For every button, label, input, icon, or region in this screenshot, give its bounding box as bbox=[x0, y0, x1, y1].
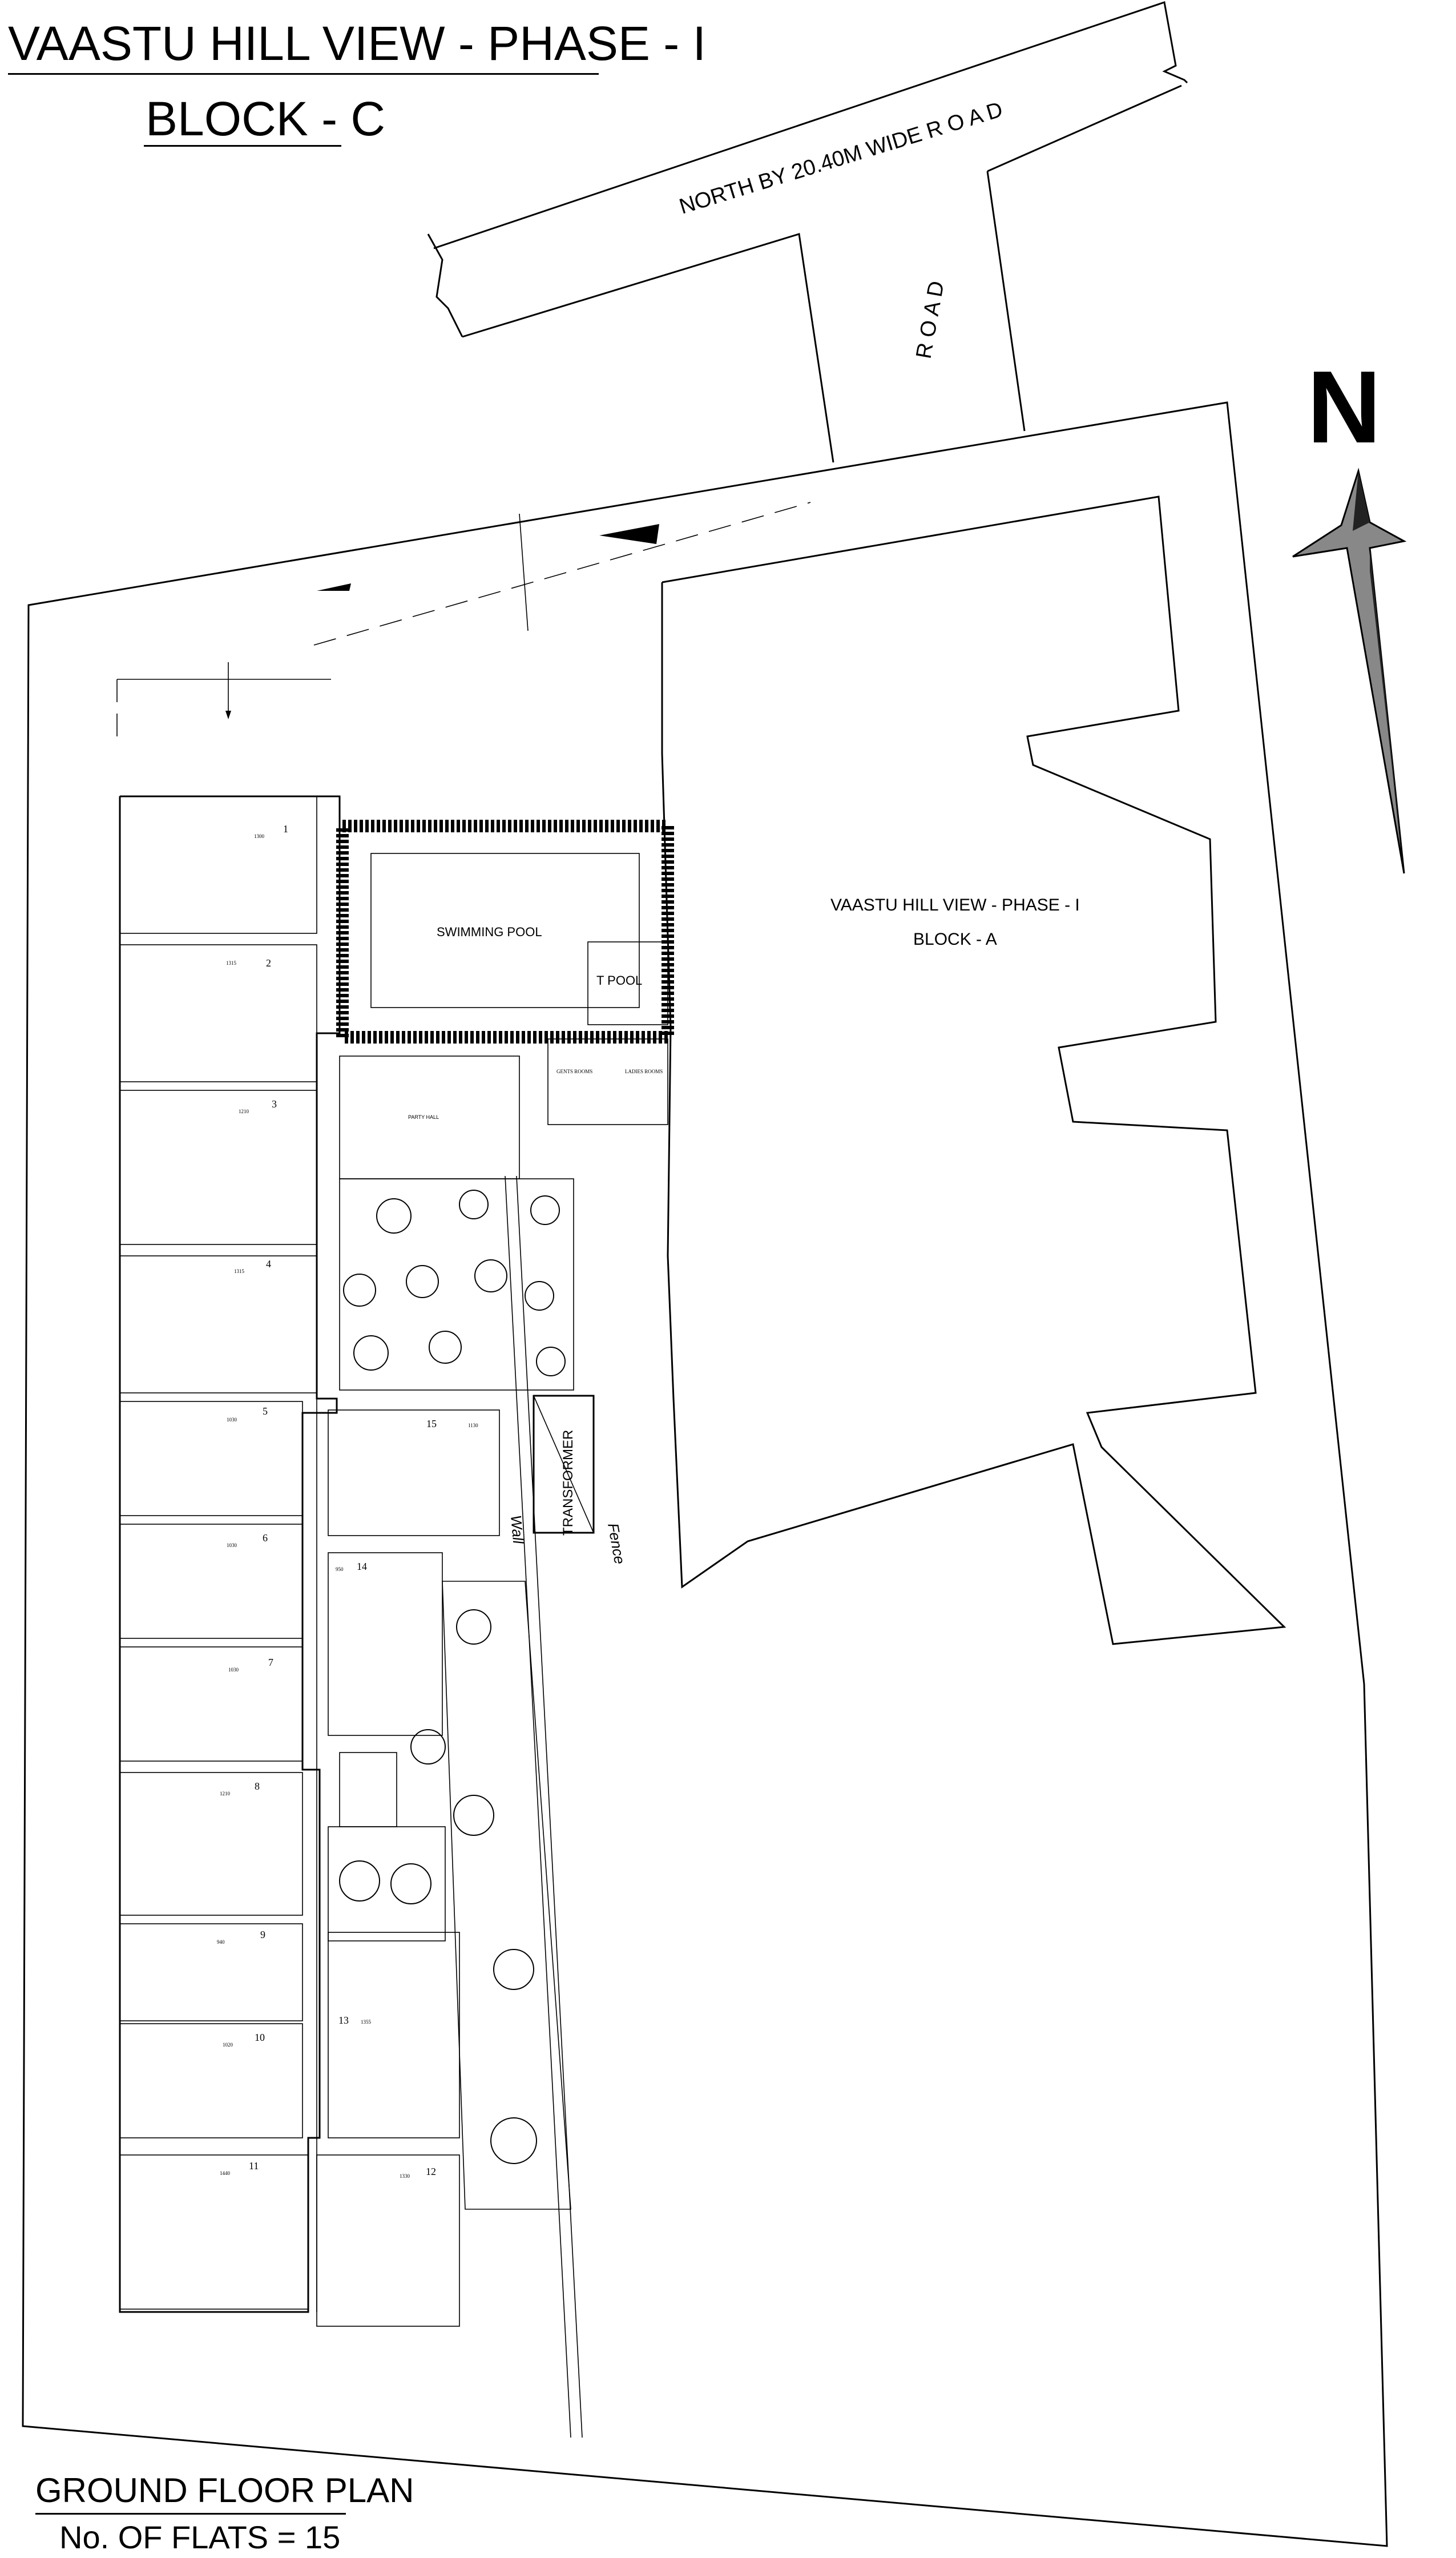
flat-area: 1030 bbox=[227, 1417, 237, 1423]
flat-area: 1020 bbox=[223, 2042, 233, 2048]
flat-no: 7 bbox=[268, 1657, 273, 1668]
flat-area: 950 bbox=[336, 1566, 344, 1572]
flat-labels: 1 1300 2 1315 3 1210 4 1315 5 1030 6 103… bbox=[217, 823, 478, 2179]
block-title: BLOCK - C bbox=[146, 92, 386, 146]
block-title-underline bbox=[144, 145, 341, 147]
block-a-name: BLOCK - A bbox=[913, 930, 997, 949]
flats-column-left bbox=[119, 796, 317, 2310]
flat-area: 1030 bbox=[227, 1542, 237, 1548]
flat-area: 1330 bbox=[400, 2173, 410, 2179]
title-underline bbox=[8, 73, 599, 75]
party-hall-label: PARTY HALL bbox=[408, 1114, 439, 1120]
flat-area: 1210 bbox=[220, 1791, 231, 1796]
flat-area: 1315 bbox=[234, 1268, 245, 1274]
block-a-title: VAASTU HILL VIEW - PHASE - I bbox=[830, 896, 1080, 915]
swimming-pool: SWIMMING POOL T POOL bbox=[336, 820, 674, 1044]
plan-title-underline bbox=[35, 2513, 346, 2515]
fence-label: Fence bbox=[604, 1522, 628, 1565]
flat-no: 11 bbox=[249, 2160, 259, 2172]
flat-no: 1 bbox=[283, 823, 288, 835]
side-road-label: R O A D bbox=[912, 279, 949, 360]
north-road-label: NORTH BY 20.40M WIDE R O A D bbox=[676, 98, 1005, 219]
flat-count: No. OF FLATS = 15 bbox=[59, 2519, 341, 2555]
flat-area: 1030 bbox=[228, 1667, 239, 1673]
wall-and-transformer: TRANSFORMER Wall Fence bbox=[505, 1175, 628, 2438]
block-a: VAASTU HILL VIEW - PHASE - I BLOCK - A bbox=[661, 496, 1286, 1645]
wall-label: Wall bbox=[507, 1514, 527, 1545]
flat-area: 1315 bbox=[226, 960, 237, 966]
north-arrow-icon: N bbox=[1292, 350, 1407, 874]
flat-no: 6 bbox=[263, 1532, 268, 1544]
transformer-label: TRANSFORMER bbox=[560, 1430, 576, 1536]
flat-no: 4 bbox=[266, 1258, 271, 1270]
flat-area: 1300 bbox=[254, 833, 265, 839]
t-pool-label: T POOL bbox=[596, 973, 642, 988]
gents-rooms-label: GENTS ROOMS bbox=[556, 1069, 592, 1074]
garden-area bbox=[328, 1178, 574, 2210]
plan-title: GROUND FLOOR PLAN bbox=[35, 2471, 414, 2509]
north-road: NORTH BY 20.40M WIDE R O A D R O A D bbox=[427, 1, 1188, 463]
party-hall: PARTY HALL GENTS ROOMS LADIES ROOMS bbox=[339, 1038, 668, 1179]
flat-area: 1440 bbox=[220, 2170, 231, 2176]
ladies-rooms-label: LADIES ROOMS bbox=[625, 1069, 663, 1074]
flat-no: 2 bbox=[266, 957, 271, 969]
flat-no: 12 bbox=[426, 2166, 436, 2177]
flat-no: 13 bbox=[338, 2015, 349, 2026]
flat-area: 1355 bbox=[361, 2019, 372, 2025]
flat-area: 940 bbox=[217, 1939, 225, 1945]
driveway bbox=[116, 502, 811, 748]
flat-area: 1130 bbox=[468, 1423, 478, 1428]
flat-no: 9 bbox=[260, 1929, 265, 1940]
north-letter: N bbox=[1307, 350, 1381, 465]
flat-area: 1210 bbox=[239, 1109, 249, 1114]
site-boundary bbox=[22, 401, 1388, 2547]
flat-no: 15 bbox=[426, 1418, 437, 1429]
flat-no: 5 bbox=[263, 1405, 268, 1417]
block-c bbox=[119, 795, 341, 2313]
flat-no: 10 bbox=[255, 2032, 265, 2043]
flat-no: 8 bbox=[255, 1780, 260, 1792]
flat-no: 14 bbox=[357, 1561, 367, 1572]
project-title: VAASTU HILL VIEW - PHASE - I bbox=[8, 17, 706, 70]
pool-label: SWIMMING POOL bbox=[437, 925, 542, 939]
flat-no: 3 bbox=[272, 1098, 277, 1110]
